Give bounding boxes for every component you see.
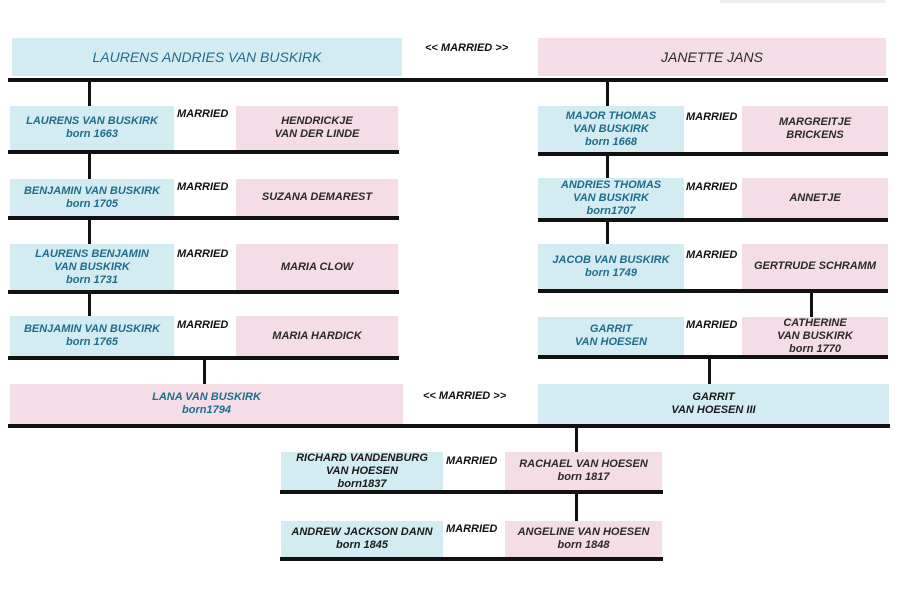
union-husband-descent-line: [708, 359, 711, 384]
bottom-man-box-2: ANDREW JACKSON DANN born 1845: [281, 521, 443, 557]
left-man-box-2: BENJAMIN VAN BUSKIRK born 1705: [10, 179, 174, 216]
left-couple-bar-2: [8, 216, 399, 220]
top-wife-name: JANETTE JANS: [661, 48, 763, 65]
left-man-name-4: BENJAMIN VAN BUSKIRK: [23, 323, 161, 335]
union-connector-bar: [8, 424, 890, 428]
bottom-married-label-1: MARRIED: [446, 455, 498, 467]
top-husband-name: LAURENS ANDRIES VAN BUSKIRK: [92, 48, 322, 65]
union-husband-name: GARRIT VAN HOESEN III: [671, 391, 756, 416]
left-descent-line-3: [88, 220, 91, 244]
right-man-born-2: born1707: [586, 204, 636, 217]
right-man-born-1: born 1668: [585, 135, 637, 148]
right-descent-line-3: [606, 222, 609, 244]
bottom-woman-name-1: RACHAEL VAN HOESEN: [519, 458, 648, 470]
left-descent-line-1: [88, 82, 91, 106]
right-woman-box-3: GERTRUDE SCHRAMM: [742, 244, 888, 289]
right-descent-line-1: [606, 82, 609, 106]
right-married-label-4: MARRIED: [686, 319, 738, 331]
right-couple-bar-2: [538, 218, 888, 222]
right-woman-box-1: MARGREITJE BRICKENS: [742, 106, 888, 152]
left-married-label-4: MARRIED: [177, 319, 229, 331]
union-married-label: << MARRIED >>: [423, 390, 507, 402]
left-married-label-1: MARRIED: [177, 108, 229, 120]
bottom-descent-line-2: [575, 494, 578, 521]
bottom-woman-box-1: RACHAEL VAN HOESEN born 1817: [505, 452, 662, 490]
right-man-box-2: ANDRIES THOMAS VAN BUSKIRK born1707: [538, 178, 684, 218]
right-married-label-3: MARRIED: [686, 249, 738, 261]
union-husband-box: GARRIT VAN HOESEN III: [538, 384, 889, 424]
left-woman-box-3: MARIA CLOW: [236, 244, 398, 290]
left-man-name-2: BENJAMIN VAN BUSKIRK: [23, 184, 161, 197]
union-wife-name: LANA VAN BUSKIRK: [152, 391, 261, 403]
left-descent-line-4: [88, 294, 91, 316]
left-man-born-2: born 1705: [66, 197, 118, 210]
bottom-man-name-1: RICHARD VANDENBURG VAN HOESEN: [296, 451, 428, 477]
bottom-married-label-2: MARRIED: [446, 523, 498, 535]
left-descent-line-2: [88, 154, 91, 179]
left-couple-bar-1: [8, 150, 399, 154]
right-man-name-1: MAJOR THOMAS VAN BUSKIRK: [565, 109, 657, 135]
right-woman-name-2: ANNETJE: [789, 191, 841, 204]
left-woman-name-2: SUZANA DEMAREST: [261, 191, 373, 203]
left-couple-bar-4: [8, 356, 399, 360]
right-man-name-4: GARRIT VAN HOESEN: [575, 323, 647, 348]
left-woman-box-1: HENDRICKJE VAN DER LINDE: [236, 106, 398, 150]
right-descent-line-4: [810, 293, 813, 317]
left-man-name-1: LAURENS VAN BUSKIRK: [26, 115, 158, 127]
left-man-born-3: born 1731: [66, 273, 118, 286]
right-woman-name-3: GERTRUDE SCHRAMM: [753, 260, 877, 272]
right-couple-bar-4: [538, 355, 888, 359]
right-married-label-1: MARRIED: [686, 111, 738, 123]
right-married-label-2: MARRIED: [686, 181, 738, 193]
left-woman-box-4: MARIA HARDICK: [236, 316, 398, 356]
left-woman-name-1: HENDRICKJE VAN DER LINDE: [274, 115, 360, 140]
right-couple-bar-3: [538, 289, 888, 293]
right-man-box-4: GARRIT VAN HOESEN: [538, 317, 684, 355]
top-wife-box: JANETTE JANS: [538, 38, 886, 76]
left-couple-bar-3: [8, 290, 399, 294]
right-woman-box-4: CATHERINE VAN BUSKIRK born 1770: [742, 317, 888, 355]
top-married-label: << MARRIED >>: [425, 42, 509, 54]
bottom-woman-born-2: born 1848: [557, 539, 610, 551]
right-man-box-1: MAJOR THOMAS VAN BUSKIRK born 1668: [538, 106, 684, 152]
left-man-born-4: born 1765: [66, 336, 118, 348]
corner-strip: [720, 0, 885, 3]
bottom-woman-box-2: ANGELINE VAN HOESEN born 1848: [505, 521, 662, 557]
union-wife-born: born1794: [182, 404, 231, 416]
left-woman-box-2: SUZANA DEMAREST: [236, 179, 398, 216]
left-married-label-3: MARRIED: [177, 248, 229, 260]
left-man-name-3: LAURENS BENJAMIN VAN BUSKIRK: [35, 247, 149, 273]
bottom-man-box-1: RICHARD VANDENBURG VAN HOESEN born1837: [281, 452, 443, 490]
right-man-name-2: ANDRIES THOMAS VAN BUSKIRK: [560, 178, 662, 204]
right-man-born-3: born 1749: [585, 266, 637, 279]
right-woman-name-1: MARGREITJE BRICKENS: [778, 116, 852, 141]
left-man-box-3: LAURENS BENJAMIN VAN BUSKIRK born 1731: [10, 244, 174, 290]
left-man-born-1: born 1663: [66, 128, 118, 140]
left-woman-name-3: MARIA CLOW: [280, 260, 354, 273]
union-wife-box: LANA VAN BUSKIRK born1794: [10, 384, 403, 424]
bottom-couple-bar-1: [280, 490, 663, 494]
bottom-man-born-1: born1837: [337, 477, 387, 490]
right-couple-bar-1: [538, 152, 888, 156]
top-connector-bar: [8, 78, 888, 82]
left-man-box-1: LAURENS VAN BUSKIRK born 1663: [10, 106, 174, 150]
right-woman-box-2: ANNETJE: [742, 178, 888, 218]
right-man-name-3: JACOB VAN BUSKIRK: [552, 253, 670, 266]
right-woman-name-4: CATHERINE VAN BUSKIRK: [777, 316, 853, 342]
bottom-descent-line-1: [575, 428, 578, 452]
left-man-box-4: BENJAMIN VAN BUSKIRK born 1765: [10, 316, 174, 356]
bottom-man-name-2: ANDREW JACKSON DANN: [291, 526, 433, 538]
bottom-couple-bar-2: [280, 557, 663, 561]
bottom-woman-born-1: born 1817: [557, 471, 610, 483]
left-woman-name-4: MARIA HARDICK: [272, 329, 362, 342]
left-married-label-2: MARRIED: [177, 181, 229, 193]
union-wife-descent-line: [203, 360, 206, 384]
right-woman-born-4: born 1770: [789, 342, 841, 355]
right-man-box-3: JACOB VAN BUSKIRK born 1749: [538, 244, 684, 289]
bottom-woman-name-2: ANGELINE VAN HOESEN: [517, 526, 650, 538]
bottom-man-born-2: born 1845: [336, 539, 388, 551]
right-descent-line-2: [606, 156, 609, 178]
top-husband-box: LAURENS ANDRIES VAN BUSKIRK: [12, 38, 402, 76]
